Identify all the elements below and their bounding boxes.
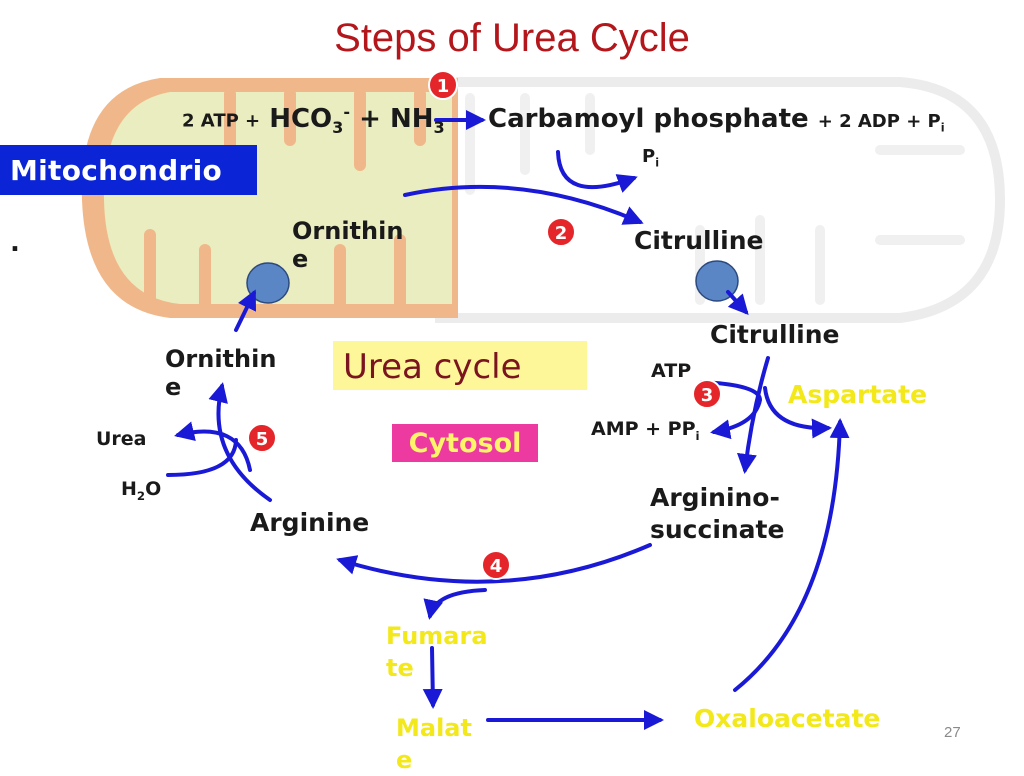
water-input-line xyxy=(166,438,238,477)
atp-label: ATP xyxy=(651,360,692,382)
malate-label: Malate xyxy=(396,714,472,774)
atp-reactant: 2 ATP + xyxy=(182,110,261,132)
urea-label: Urea xyxy=(96,428,147,450)
aspartate-join-arrow xyxy=(763,386,832,439)
ornithine-to-citrulline-arrow xyxy=(403,184,644,225)
cytosol-label: Cytosol xyxy=(392,424,538,462)
bicarbonate-label: HCO3- xyxy=(269,102,351,137)
ornithine-import-arrow xyxy=(234,289,256,332)
fumarate-label: Fumarate xyxy=(386,622,488,682)
step-1-badge: 1 xyxy=(428,70,458,100)
amp-ppi-label: AMP + PPi xyxy=(591,418,700,443)
fumarate-release-arrow xyxy=(423,588,487,620)
water-label: H2O xyxy=(121,478,162,503)
argininosuccinate-to-arginine-arrow xyxy=(336,543,652,584)
page-title: Steps of Urea Cycle xyxy=(334,16,690,60)
ornithine-mito-label: Ornithine xyxy=(292,217,404,273)
mitochondrion-label: Mitochondrio xyxy=(0,145,257,195)
ammonia-label: + NH3 xyxy=(359,103,445,137)
argininosuccinate-label: Arginino- succinate xyxy=(650,483,785,544)
citrulline-to-argininosuccinate-arrow xyxy=(736,356,770,474)
atp-to-amp-arrow xyxy=(700,380,763,440)
mitochondrion-faded-cristae xyxy=(465,93,965,305)
fumarate-to-malate-arrow xyxy=(422,646,443,709)
citrulline-cytosol-label: Citrulline xyxy=(710,320,840,349)
urea-cycle-label: Urea cycle xyxy=(333,341,587,390)
carbamoyl-phosphate-line: Carbamoyl phosphate + 2 ADP + Pi xyxy=(488,104,945,135)
aspartate-label: Aspartate xyxy=(788,380,928,409)
oxaloacetate-label: Oxaloacetate xyxy=(694,704,881,733)
ornithine-cytosol-label: Ornithine xyxy=(165,345,277,401)
step1-byproducts: + 2 ADP + Pi xyxy=(817,111,945,135)
step-2-badge: 2 xyxy=(546,217,576,247)
urea-release-arrow xyxy=(174,421,252,472)
step-4-badge: 4 xyxy=(481,550,511,580)
step-5-badge: 5 xyxy=(247,423,277,453)
arginine-to-ornithine-arrow xyxy=(208,382,272,502)
pi-release-arrow xyxy=(556,150,638,193)
arginine-label: Arginine xyxy=(250,508,370,537)
step-3-badge: 3 xyxy=(692,379,722,409)
carbamoyl-phosphate-label: Carbamoyl phosphate xyxy=(488,104,809,134)
citrulline-export-arrow xyxy=(726,290,749,315)
phosphate-label: Pi xyxy=(642,146,660,170)
step1-reactants: 2 ATP + HCO3- + NH3 xyxy=(182,102,445,137)
oxaloacetate-to-aspartate-arrow xyxy=(733,418,850,692)
citrulline-mito-label: Citrulline xyxy=(634,226,764,255)
page-number: 27 xyxy=(944,724,961,741)
mitochondrion-dot: . xyxy=(10,228,20,258)
mitochondrion-faded-half xyxy=(435,77,1006,323)
mitochondrion-cristae xyxy=(144,88,426,310)
ornithine-transporter xyxy=(246,262,290,304)
